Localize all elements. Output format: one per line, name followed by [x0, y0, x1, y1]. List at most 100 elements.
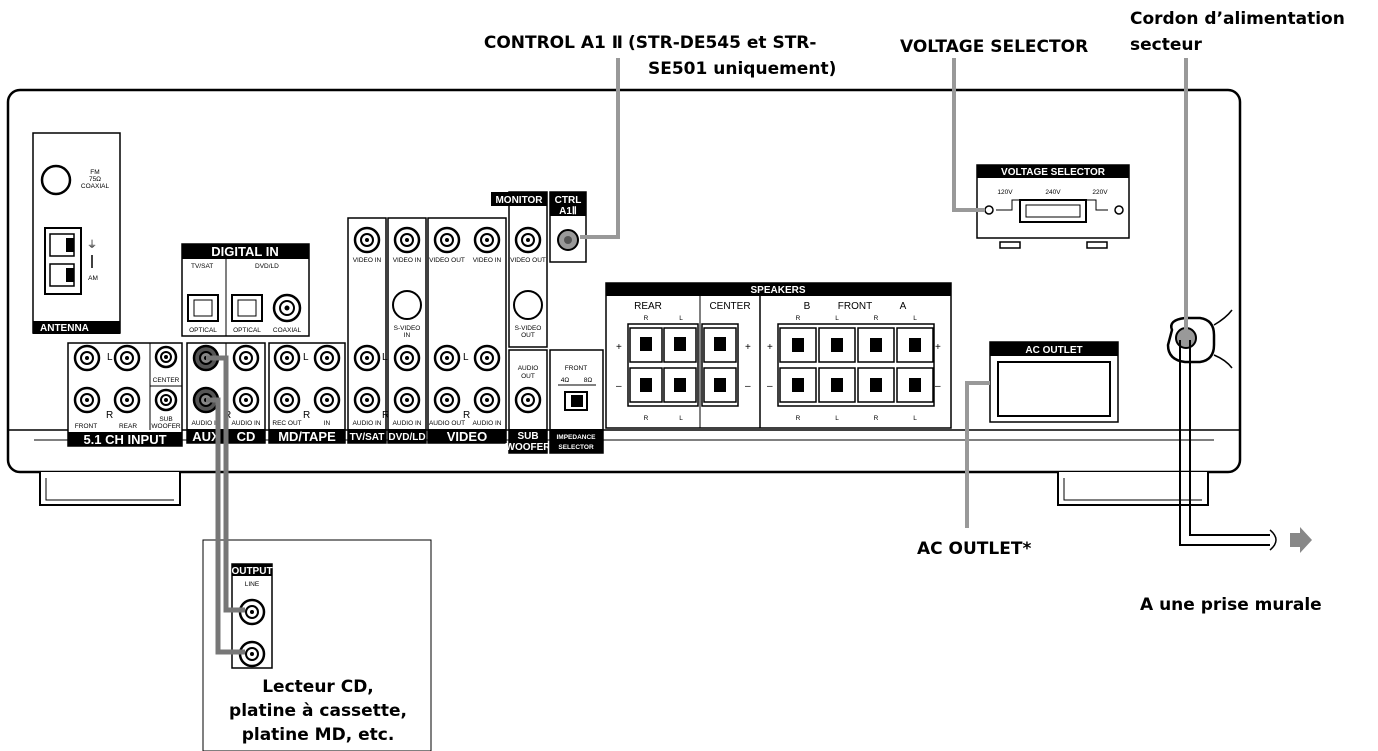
ctrl-a1-section: CTRL A1Ⅱ [550, 192, 586, 262]
ac-outlet-title: AC OUTLET [1025, 345, 1082, 356]
line-label: LINE [245, 581, 260, 588]
coaxial-dvd-ld-jack[interactable] [274, 295, 300, 321]
dvd-audio-r-jack[interactable] [395, 388, 419, 412]
md-in-r-jack[interactable] [315, 388, 339, 412]
control-a1-note-line2: SE501 uniquement) [648, 59, 836, 79]
voltage-selector-panel: VOLTAGE SELECTOR 120V 240V 220V [977, 165, 1129, 248]
audio-out-label: AUDIO OUT [429, 420, 465, 427]
audio-label: AUDIO [518, 365, 539, 372]
video-in-label: VIDEO IN [353, 257, 382, 264]
rca-jack[interactable] [115, 388, 139, 412]
ac-outlet-socket[interactable] [998, 362, 1110, 416]
arrow-right-icon [1290, 527, 1312, 553]
r-label: R [644, 415, 649, 422]
md-in-l-jack[interactable] [315, 346, 339, 370]
digital-in-section: DIGITAL IN TV/SAT DVD/LD OPTICAL OPTICAL… [182, 244, 309, 336]
plus-label: + [935, 342, 941, 353]
l-label: L [382, 352, 388, 363]
player-callout-line1: Lecteur CD, [262, 677, 374, 697]
l-label: L [679, 315, 683, 322]
r-label: R [644, 315, 649, 322]
l-label: L [913, 415, 917, 422]
wall-outlet-callout: A une prise murale [1140, 595, 1322, 615]
woofer-label: WOOFER [151, 423, 181, 430]
speakers-title: SPEAKERS [750, 285, 805, 296]
video-audio-in-l-jack[interactable] [475, 346, 499, 370]
rca-jack[interactable] [75, 388, 99, 412]
impedance-section: FRONT 4Ω 8Ω IMPEDANCE SELECTOR [550, 350, 603, 453]
tvsat-audio-l-jack[interactable] [355, 346, 379, 370]
out-label: OUT [521, 332, 535, 339]
rec-out-label: REC OUT [272, 420, 301, 427]
ac-outlet-panel: AC OUTLET [990, 342, 1118, 422]
md-rec-out-r-jack[interactable] [275, 388, 299, 412]
l-label: L [303, 352, 309, 363]
impedance-title: IMPEDANCE [556, 434, 596, 441]
sub-woofer-out-jack[interactable] [516, 388, 540, 412]
voltage-switch[interactable] [1020, 200, 1086, 222]
monitor-video-out-jack[interactable] [516, 228, 540, 252]
rca-jack[interactable] [115, 346, 139, 370]
s-video-label: S-VIDEO [515, 325, 542, 332]
voltage-selector-title: VOLTAGE SELECTOR [1001, 167, 1106, 178]
video-audio-out-r-jack[interactable] [435, 388, 459, 412]
r-label: R [874, 415, 879, 422]
monitor-s-video-out-jack[interactable] [514, 291, 542, 319]
minus-label: – [616, 381, 622, 392]
output-title: OUTPUT [231, 566, 272, 577]
optical-label-2: OPTICAL [233, 327, 261, 334]
speakers-section: SPEAKERS REAR CENTER B FRONT A R L R L R… [606, 283, 951, 428]
md-rec-out-l-jack[interactable] [275, 346, 299, 370]
video-in-label: VIDEO IN [473, 257, 502, 264]
speaker-terminals-center[interactable] [702, 324, 738, 406]
l-label: L [107, 352, 113, 363]
4-ohm-label: 4Ω [561, 377, 570, 384]
player-callout-line2: platine à cassette, [229, 701, 407, 721]
optical-dvd-ld-jack[interactable] [232, 295, 262, 321]
l-label: L [835, 315, 839, 322]
front-b-label: B [804, 301, 811, 312]
r-label: R [303, 410, 310, 421]
video-out-jack[interactable] [435, 228, 459, 252]
rca-jack[interactable] [156, 347, 176, 367]
dvd-video-in-jack[interactable] [395, 228, 419, 252]
dvd-ld-title: DVD/LD [388, 432, 425, 443]
dvd-s-video-in-jack[interactable] [393, 291, 421, 319]
center-label: CENTER [709, 301, 750, 312]
l-label: L [913, 315, 917, 322]
minus-label: – [935, 381, 941, 392]
rca-jack[interactable] [156, 390, 176, 410]
control-a1-note-line1: (STR-DE545 et STR- [628, 33, 816, 53]
plus-label: + [767, 342, 773, 353]
video-audio-in-r-jack[interactable] [475, 388, 499, 412]
s-video-label: S-VIDEO [394, 325, 421, 332]
input51-title: 5.1 CH INPUT [83, 432, 166, 447]
optical-tv-sat-jack[interactable] [188, 295, 218, 321]
dvd-audio-l-jack[interactable] [395, 346, 419, 370]
8-ohm-label: 8Ω [584, 377, 593, 384]
ac-outlet-callout: AC OUTLET* [917, 539, 1031, 559]
v220-label: 220V [1092, 189, 1108, 196]
speaker-terminals-front[interactable] [778, 324, 934, 406]
cd-r-jack[interactable] [234, 388, 258, 412]
r-label: R [796, 315, 801, 322]
rear-label: REAR [634, 301, 662, 312]
power-cord-callout-line2: secteur [1130, 35, 1202, 55]
tvsat-video-in-jack[interactable] [355, 228, 379, 252]
digital-in-title: DIGITAL IN [211, 244, 278, 259]
fm-antenna-jack[interactable] [42, 166, 70, 194]
video-title: VIDEO [447, 429, 487, 444]
speaker-terminals-rear[interactable] [628, 324, 698, 406]
rca-jack[interactable] [75, 346, 99, 370]
player-callout-line3: platine MD, etc. [242, 725, 395, 745]
video-in-jack[interactable] [475, 228, 499, 252]
antenna-title: ANTENNA [40, 323, 89, 334]
cd-l-jack[interactable] [234, 346, 258, 370]
ground-icon: ⏚ [87, 239, 97, 251]
sub-title: SUB [517, 431, 538, 442]
optical-label: OPTICAL [189, 327, 217, 334]
video-audio-out-l-jack[interactable] [435, 346, 459, 370]
tvsat-audio-r-jack[interactable] [355, 388, 379, 412]
control-a1-callout: CONTROL A1 Ⅱ [484, 33, 623, 53]
